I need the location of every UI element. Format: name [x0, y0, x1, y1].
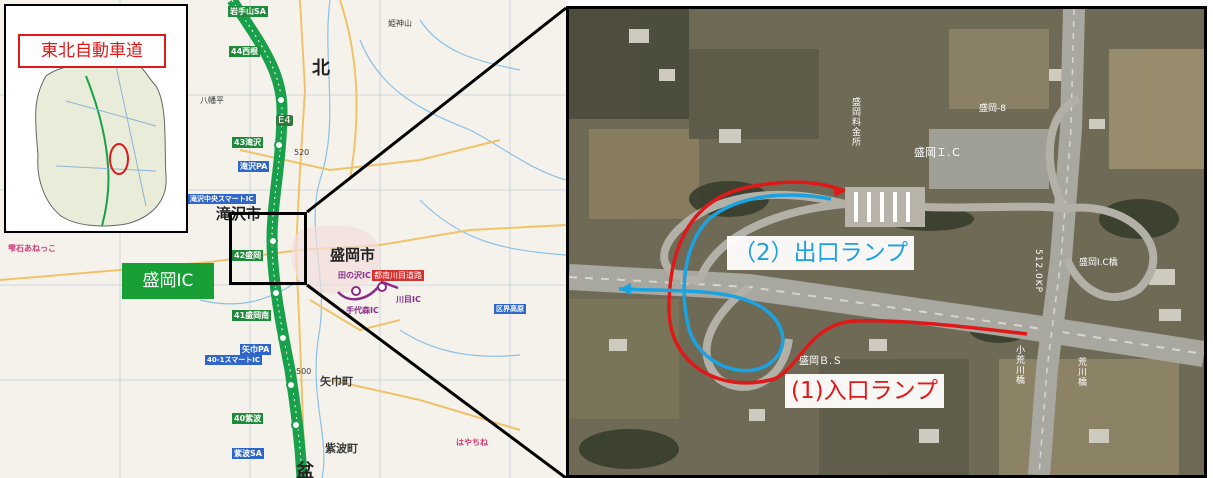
exit-ramp-path: [618, 193, 832, 373]
connector-bottom: [306, 283, 566, 478]
yahaba-smart-label: 40-1スマートIC: [205, 355, 263, 365]
morioka-minami-label: 41盛岡南: [232, 310, 272, 321]
toll-booths: [854, 192, 910, 222]
entry-ramp-label: (1)入口ランプ: [785, 374, 944, 408]
km-500-label: 500: [296, 367, 312, 376]
hachiman-label: 八幡平: [200, 96, 224, 105]
connector-top: [306, 6, 566, 214]
inset-map: 東北自動車道: [4, 4, 188, 233]
city-area: [291, 225, 380, 294]
kunimi-label: 区界高原: [494, 304, 526, 314]
takizawa-pa-label: 滝沢PA: [238, 161, 270, 172]
nishine-ic-label: 44西根: [229, 46, 261, 57]
exit-ramp-label: （2）出口ランプ: [727, 236, 914, 270]
kawame-ic-label: 川目IC: [396, 295, 421, 304]
route-e4-label: E4: [276, 115, 293, 126]
toll-plaza: [845, 187, 925, 227]
toll-road-name-label: 都南川目道路: [372, 270, 424, 281]
inset-highlight: [109, 143, 129, 175]
morioka-ic-label: 42盛岡: [232, 250, 264, 261]
takizawa-ic-label: 43滝沢: [232, 137, 264, 148]
bon-label: 盆: [296, 461, 314, 478]
shiwa-ic-label: 40紫波: [232, 413, 264, 424]
buildings: [609, 29, 1181, 443]
morioka-ic-callout: 盛岡IC: [122, 263, 214, 299]
road-map[interactable]: 東北自動車道 北 盛岡市 滝沢市 E4 520 500 矢巾町 紫波町 盆 岩手…: [0, 0, 566, 478]
bus-stop-label: 盛岡Ｂ.Ｓ: [799, 356, 843, 367]
yahaba-pa-label: 矢巾PA: [240, 344, 272, 355]
fields: [569, 9, 1204, 475]
koarakawa-label: 小荒川橋: [1014, 345, 1024, 385]
ic-8-label: 盛岡-8: [979, 104, 1006, 114]
himekami-label: 姫神山: [388, 19, 412, 28]
kp-label: 512.0KP: [1033, 249, 1043, 294]
inset-title: 東北自動車道: [18, 34, 166, 68]
shizukuishi-label: 雫石あねっこ: [8, 244, 56, 253]
tollgate-label: 盛岡料金所: [850, 97, 860, 147]
north-label: 北: [312, 58, 330, 79]
inset-expressway: [85, 75, 110, 227]
city-label: 盛岡市: [330, 246, 376, 264]
arakawa-label: 荒川橋: [1076, 357, 1086, 387]
teshiro-ic-label: 手代森IC: [346, 306, 379, 315]
hayachine-label: はやちね: [456, 438, 488, 447]
interchange-marks: [268, 95, 301, 430]
focus-area-box: [229, 212, 307, 285]
shiwa-sa-label: 紫波SA: [232, 448, 264, 459]
tanosawa-ic-label: 田の沢IC: [338, 271, 371, 280]
ic-c-label: 盛岡Ｉ.Ｃ: [914, 146, 962, 159]
takizawa-smart-label: 滝沢中央スマートIC: [188, 194, 256, 204]
yahaba-label: 矢巾町: [320, 375, 353, 388]
toll-ic-marks: [351, 282, 387, 296]
inset-roads: [55, 65, 157, 207]
road-map-base: [0, 0, 566, 478]
shiwa-label: 紫波町: [325, 442, 358, 455]
aerial-photo[interactable]: 盛岡料金所 盛岡Ｉ.Ｃ 盛岡-8 盛岡I.C橋 盛岡Ｂ.Ｓ 512.0KP 小荒…: [566, 6, 1207, 478]
entry-ramp-path: [667, 180, 1028, 385]
entry-ramp-arrowhead: [833, 185, 845, 197]
km-520-label: 520: [294, 148, 310, 157]
exit-ramp-arrowhead: [619, 283, 631, 295]
prefecture-shape: [35, 54, 167, 227]
iwatesan-sa-label: 岩手山SA: [228, 6, 268, 17]
ic-bridge-label: 盛岡I.C橋: [1079, 258, 1118, 268]
